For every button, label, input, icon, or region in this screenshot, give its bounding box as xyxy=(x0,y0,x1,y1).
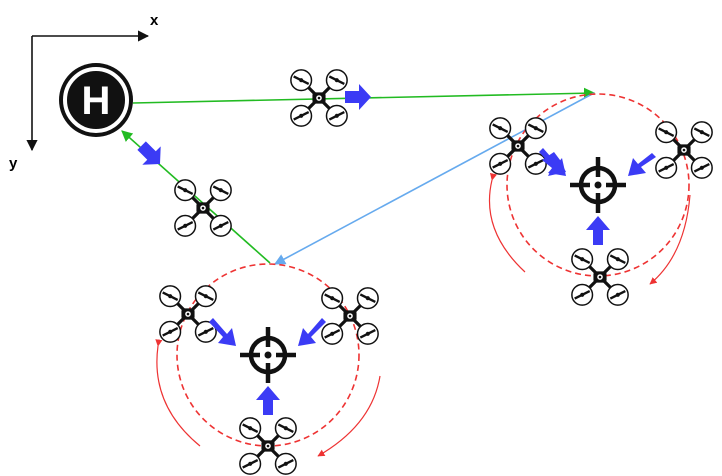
coordinate-axes: x y xyxy=(9,12,159,172)
drone-right xyxy=(654,120,714,180)
y-axis-label: y xyxy=(9,155,18,172)
transit-path xyxy=(274,92,595,265)
converge-arrow xyxy=(586,216,610,245)
drone-bottom xyxy=(570,247,630,307)
drone-right xyxy=(320,286,380,346)
orbit-arrow xyxy=(155,339,201,447)
converge-arrow xyxy=(298,318,326,346)
target-right xyxy=(488,93,714,307)
converge-arrow xyxy=(628,153,656,176)
x-axis-label: x xyxy=(150,12,159,29)
target-bottom xyxy=(155,263,381,476)
orbit-arrow xyxy=(649,194,691,285)
crosshair-icon xyxy=(570,157,626,213)
drone-left xyxy=(158,284,218,344)
converge-arrow xyxy=(209,318,236,346)
drone-bottom xyxy=(238,416,298,476)
orbit-arrow xyxy=(317,375,381,457)
drone-return xyxy=(137,141,233,238)
crosshair-icon xyxy=(240,327,296,383)
orbit-arrow xyxy=(488,172,526,273)
helipad-icon: H xyxy=(59,63,133,137)
drone-left xyxy=(488,116,548,176)
converge-arrow xyxy=(256,386,280,415)
direction-arrow xyxy=(137,141,161,165)
direction-arrow xyxy=(345,84,371,110)
helipad-letter: H xyxy=(82,79,111,123)
